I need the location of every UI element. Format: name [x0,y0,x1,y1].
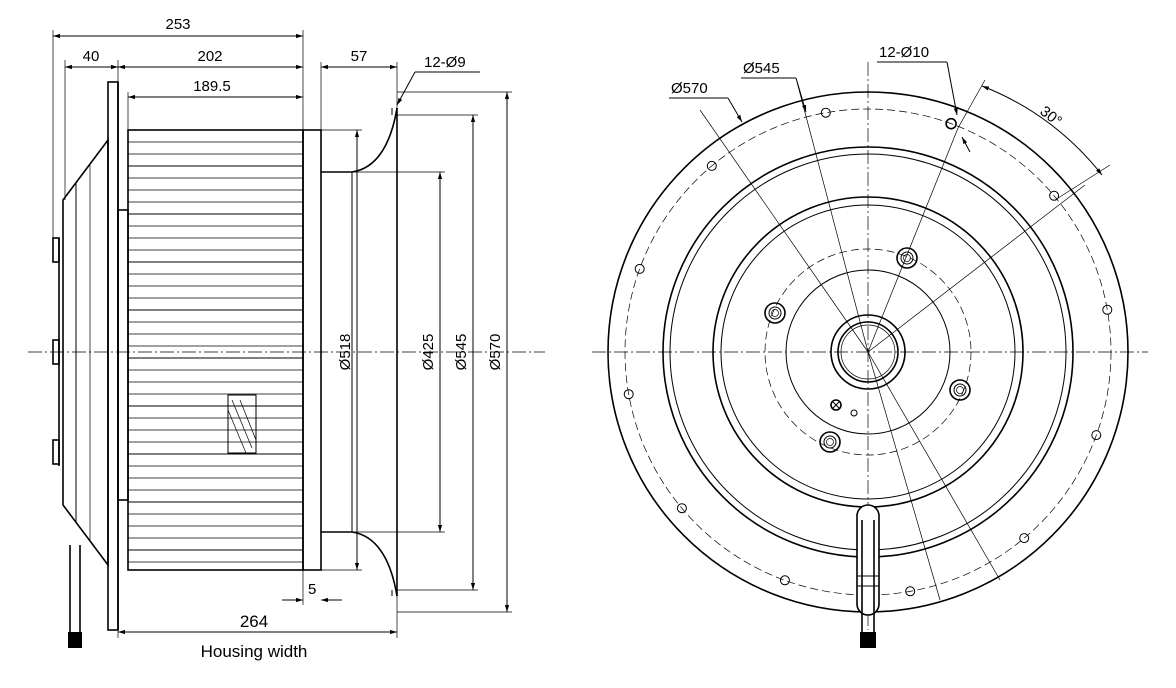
dim-rear-offset: 40 [83,48,100,65]
side-vertical-dimensions: Ø518 Ø425 Ø545 Ø570 [303,91,512,613]
side-hole-callout: 12-Ø9 [396,54,480,106]
flange-bolt-hole [905,586,916,597]
flange-bolt-hole [779,575,790,586]
front-cable [856,504,880,648]
dim-impeller-length: 202 [197,48,222,65]
motor-housing [52,81,129,631]
flange-bolt-hole [945,117,957,130]
dim-holes-side: 12-Ø9 [424,54,466,71]
flange-bolt-hole [1019,533,1030,544]
dim-housing-width: 264 [240,612,268,631]
flange-bolt-hole [1091,430,1102,441]
dim-flange-side: Ø570 [487,334,504,371]
flange-bolt-hole [1049,190,1060,201]
flange-bolt-hole [820,107,831,118]
front-dimension-callouts: Ø570 Ø545 12-Ø10 30° [669,44,1111,201]
flange-bolt-hole [1102,304,1113,315]
flange-bolt-holes [623,107,1113,597]
dim-angle: 30° [1037,103,1065,130]
construction-lines [699,81,1086,601]
bolt-circle [624,108,1112,596]
side-horizontal-dimensions: 253 40 202 189.5 57 5 264 Housing width [52,16,398,661]
dim-blade-length: 189.5 [193,78,231,95]
side-view: 253 40 202 189.5 57 5 264 Housing width [28,16,545,661]
dim-holes-front: 12-Ø10 [879,44,929,61]
housing-width-caption: Housing width [201,642,308,661]
flange-bolt-hole [706,160,717,171]
dim-gap: 5 [308,581,316,598]
flange-bolt-hole [623,389,634,400]
front-hub [830,314,906,390]
dim-overall-length: 253 [165,16,190,33]
flange-bolt-hole [676,503,687,514]
dim-inlet-ring-depth: 57 [351,48,368,65]
motor-screws [764,247,971,453]
dim-flange-front: Ø570 [671,80,708,97]
dim-bolt-circle-front: Ø545 [743,60,780,77]
side-cable [68,545,82,648]
dim-inlet-throat: Ø425 [420,334,437,371]
impeller-blades [127,129,304,571]
dim-inner-inlet: Ø518 [337,334,354,371]
front-view: Ø570 Ø545 12-Ø10 30° [592,44,1148,648]
dim-bolt-circle-side: Ø545 [453,334,470,371]
flange-bolt-hole [634,263,645,274]
